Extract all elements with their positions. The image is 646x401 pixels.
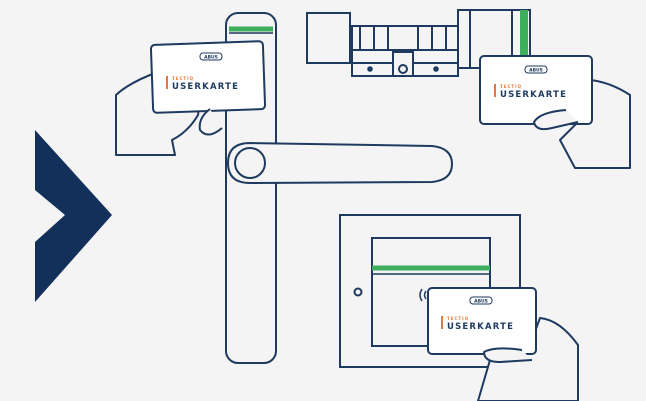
card-series: TECTIQ — [500, 84, 522, 89]
lock-cylinder-icon — [306, 9, 531, 77]
card-brand: ABUS — [474, 299, 488, 305]
card-label: USERKARTE — [500, 90, 567, 100]
card-series: TECTIQ — [172, 76, 194, 81]
card-brand: ABUS — [204, 55, 218, 61]
user-card: ABUS TECTIQ USERKARTE — [479, 55, 593, 125]
hand-icon — [198, 108, 223, 136]
card-brand: ABUS — [529, 68, 543, 74]
hand-icon — [533, 109, 579, 131]
chevron-right-icon — [35, 130, 112, 302]
card-label: USERKARTE — [172, 82, 239, 92]
user-card: ABUS TECTIQ USERKARTE — [427, 287, 537, 355]
card-label: USERKARTE — [447, 322, 514, 332]
card-series: TECTIQ — [447, 316, 469, 321]
hand-icon — [483, 347, 533, 363]
nfc-wave-icon — [419, 288, 427, 302]
user-card: ABUS TECTIQ USERKARTE — [149, 40, 267, 114]
